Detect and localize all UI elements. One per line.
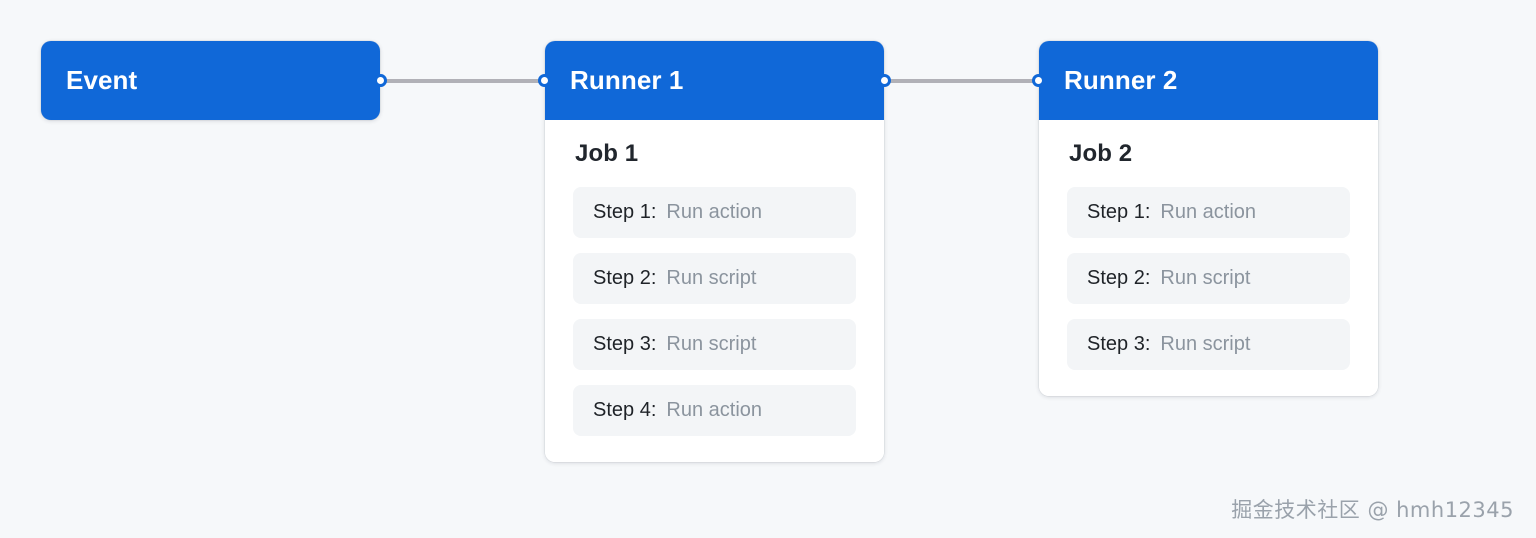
- step-label: Step 1:: [1087, 201, 1151, 223]
- step-row[interactable]: Step 1: Run action: [1067, 187, 1350, 238]
- step-label: Step 3:: [1087, 333, 1151, 355]
- node-runner2-body: Job 2 Step 1: Run action Step 2: Run scr…: [1039, 120, 1378, 396]
- step-label: Step 2:: [593, 267, 657, 289]
- node-runner2-job-title: Job 2: [1069, 140, 1133, 167]
- step-value: Run script: [1160, 267, 1251, 289]
- step-label: Step 1:: [593, 201, 657, 223]
- node-runner1[interactable]: Runner 1 Job 1 Step 1: Run action Step 2…: [545, 41, 884, 462]
- node-runner1-job-title: Job 1: [575, 140, 639, 167]
- step-row[interactable]: Step 2: Run script: [1067, 253, 1350, 304]
- watermark-text: 掘金技术社区 @ hmh12345: [1231, 498, 1514, 522]
- handle-runner2-input[interactable]: [1032, 74, 1045, 87]
- step-value: Run action: [1160, 201, 1257, 223]
- node-runner2-title: Runner 2: [1064, 65, 1178, 95]
- node-runner1-step-list: Step 1: Run action Step 2: Run script St…: [573, 187, 856, 436]
- step-label: Step 3:: [593, 333, 657, 355]
- node-runner1-title: Runner 1: [570, 65, 684, 95]
- node-runner2-header[interactable]: Runner 2: [1039, 41, 1378, 120]
- step-value: Run action: [666, 201, 763, 223]
- step-row[interactable]: Step 3: Run script: [1067, 319, 1350, 370]
- handle-event-output[interactable]: [374, 74, 387, 87]
- node-runner1-body: Job 1 Step 1: Run action Step 2: Run scr…: [545, 120, 884, 462]
- handle-runner1-input[interactable]: [538, 74, 551, 87]
- step-value: Run script: [1160, 333, 1251, 355]
- node-runner2[interactable]: Runner 2 Job 2 Step 1: Run action Step 2…: [1039, 41, 1378, 396]
- step-row[interactable]: Step 3: Run script: [573, 319, 856, 370]
- step-label: Step 4:: [593, 399, 657, 421]
- step-value: Run action: [666, 399, 763, 421]
- node-event[interactable]: Event: [41, 41, 380, 120]
- edge-event-to-runner1[interactable]: [381, 79, 545, 83]
- step-value: Run script: [666, 333, 757, 355]
- node-event-label: Event: [66, 65, 138, 95]
- step-row[interactable]: Step 2: Run script: [573, 253, 856, 304]
- step-value: Run script: [666, 267, 757, 289]
- edge-runner1-to-runner2[interactable]: [884, 79, 1039, 83]
- node-runner2-step-list: Step 1: Run action Step 2: Run script St…: [1067, 187, 1350, 370]
- step-row[interactable]: Step 4: Run action: [573, 385, 856, 436]
- handle-runner1-output[interactable]: [878, 74, 891, 87]
- node-runner1-header[interactable]: Runner 1: [545, 41, 884, 120]
- step-label: Step 2:: [1087, 267, 1151, 289]
- step-row[interactable]: Step 1: Run action: [573, 187, 856, 238]
